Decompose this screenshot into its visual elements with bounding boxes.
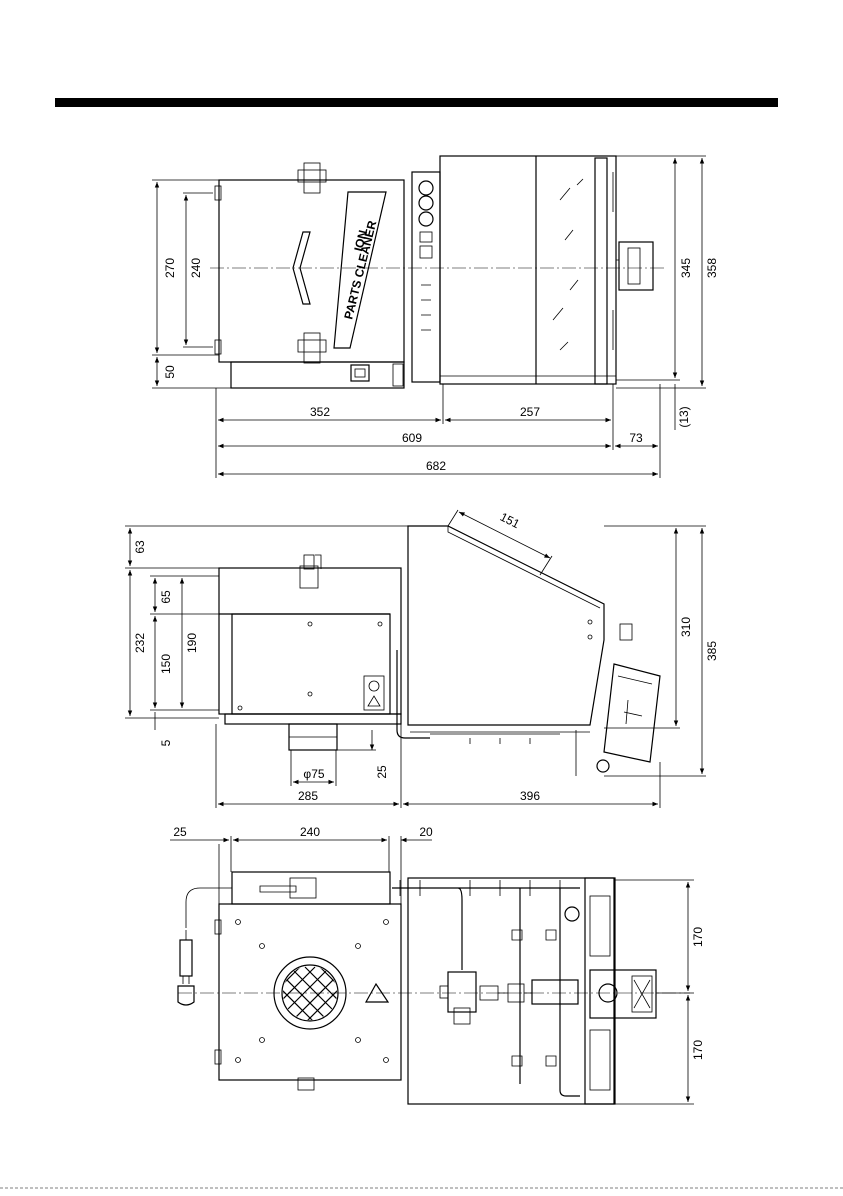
dim-150: 150 [159,654,173,674]
dim-682: 682 [426,459,446,473]
power-switch [351,365,369,381]
side-cabinet [408,526,604,725]
bottom-cabinet [408,878,614,1104]
dim-5: 5 [159,739,173,746]
dim-609: 609 [402,431,422,445]
bottom-view: 25 240 20 170 170 [170,825,705,1104]
dim-63: 63 [133,540,147,554]
dim-170-top: 170 [691,927,705,947]
dim-358: 358 [705,258,719,278]
side-blower [604,664,660,762]
dim-190: 190 [185,633,199,653]
dim-345: 345 [679,258,693,278]
dim-352: 352 [310,405,330,419]
bottom-blower [590,970,656,1018]
top-view: ION PARTS CLEANER 270 [152,156,719,478]
control-panel [412,172,440,382]
dim-20: 20 [419,825,433,839]
dim-73: 73 [629,431,643,445]
dim-25-side: 25 [375,765,389,779]
dim-270: 270 [163,258,177,278]
header-bar [55,98,778,107]
side-view: 63 65 190 232 150 5 φ75 25 285 396 310 3… [125,510,719,808]
dim-285: 285 [298,789,318,803]
power-plug [180,940,192,976]
dim-25-bottom: 25 [173,825,187,839]
dim-50: 50 [163,365,177,379]
dim-385: 385 [705,641,719,661]
top-base-box [231,362,404,388]
dim-13: (13) [677,406,691,427]
dim-65: 65 [159,590,173,604]
dim-396: 396 [520,789,540,803]
regulator-valve [448,972,476,1012]
bottom-top-box [232,872,390,904]
top-hood-outline [219,180,404,362]
dim-232: 232 [133,633,147,653]
outlet-icon [178,986,194,1005]
dim-240-top: 240 [189,258,203,278]
dim-phi75: φ75 [303,767,324,781]
dim-151: 151 [498,510,522,532]
dim-310: 310 [679,617,693,637]
bottom-base-plate [219,904,401,1080]
dim-240-bottom: 240 [300,825,320,839]
dim-257: 257 [520,405,540,419]
dim-170-bottom: 170 [691,1040,705,1060]
top-cabinet-outline [440,156,616,384]
top-blower [619,242,653,290]
